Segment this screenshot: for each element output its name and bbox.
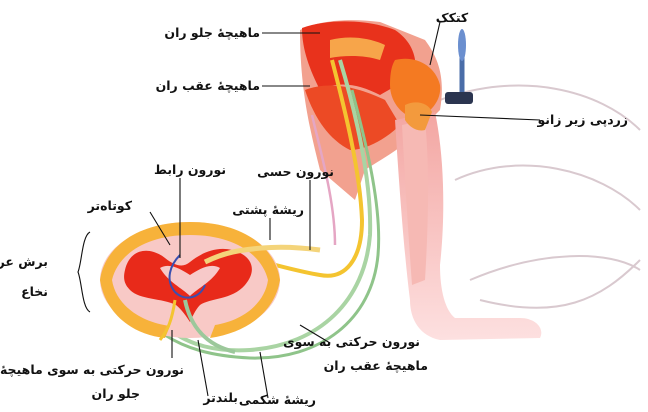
label-longer: بلندتر: [202, 390, 238, 405]
cross-section-bracket: [78, 232, 90, 312]
label-motor-neuron-front-1: نورون حرکتی به سوی ماهیچهٔ: [0, 362, 184, 377]
label-interneuron: نورون رابط: [154, 162, 226, 177]
label-hammer: کتکک: [436, 10, 469, 25]
label-cross-section-1: برش عرضی: [0, 254, 48, 269]
label-back-thigh-muscle: ماهیچهٔ عقب ران: [156, 78, 260, 93]
label-motor-neuron-back-2: ماهیچهٔ عقب ران: [324, 358, 428, 373]
label-motor-neuron-back-1: نورون حرکتی به سوی: [283, 334, 420, 349]
label-dorsal-root: ریشهٔ پشتی: [232, 202, 304, 217]
leader-patellar: [420, 115, 540, 120]
hammer-head: [445, 92, 473, 104]
label-sensory-neuron: نورون حسی: [257, 164, 334, 179]
label-motor-neuron-front-2: جلو ران: [92, 386, 140, 401]
label-patellar-tendon: زردپی زیر زانو: [536, 112, 628, 127]
label-short: کوتاه‌تر: [87, 198, 133, 213]
label-cross-section-2: نخاع: [21, 284, 48, 299]
label-ventral-root: ریشهٔ شکمی: [239, 392, 316, 407]
label-front-thigh-muscle: ماهیچهٔ جلو ران: [164, 25, 260, 40]
hammer-tip: [458, 29, 466, 61]
